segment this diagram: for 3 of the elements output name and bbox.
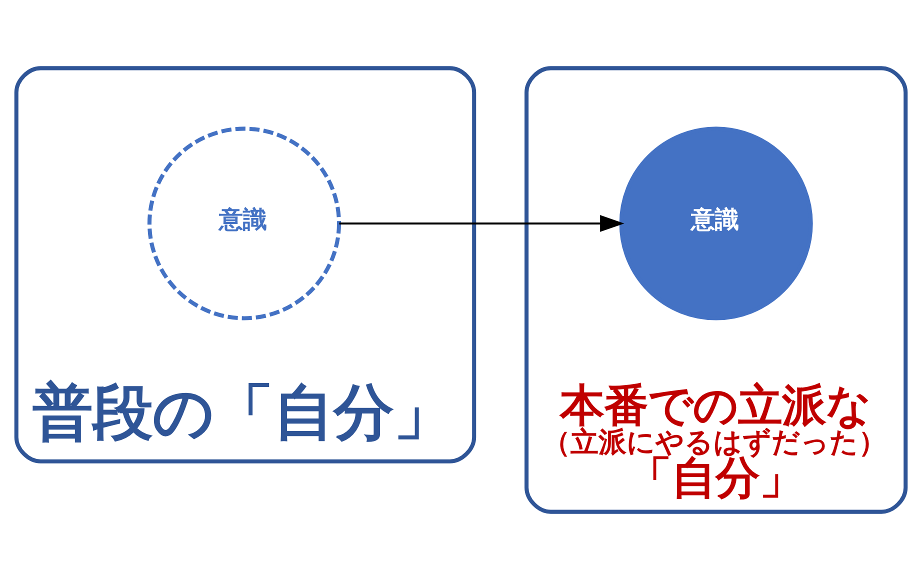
arrow <box>339 214 624 232</box>
node-circle: 意識 <box>619 126 813 320</box>
node-circle: 意識 <box>147 126 342 320</box>
